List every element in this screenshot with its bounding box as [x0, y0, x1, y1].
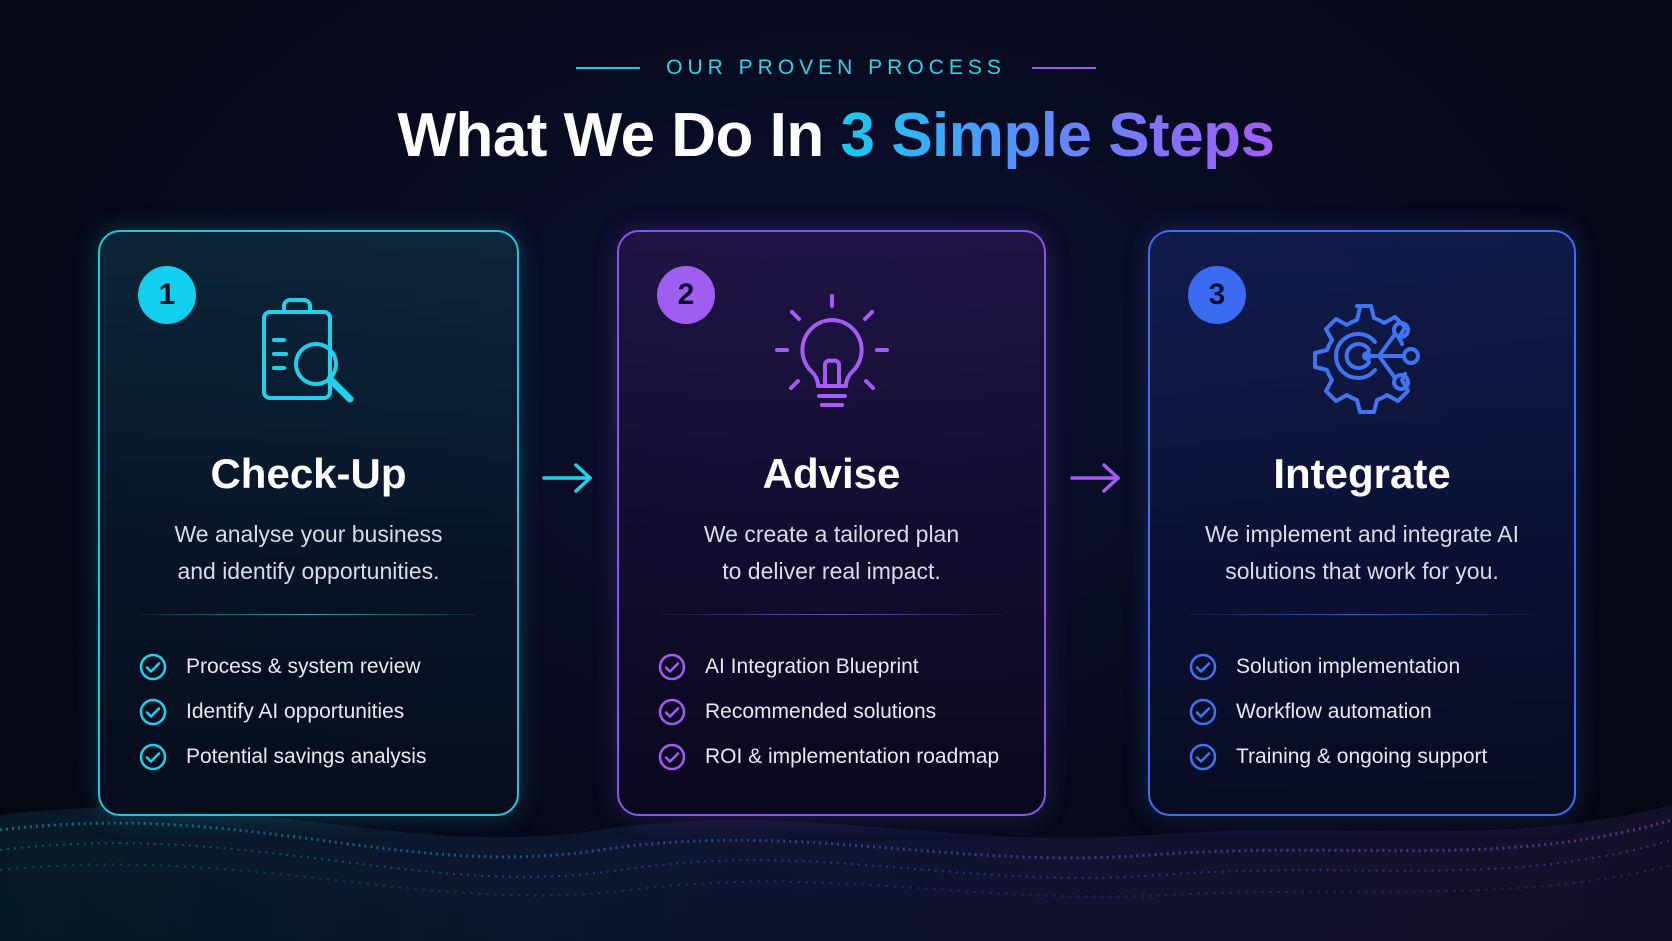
feature-item: Training & ongoing support: [1188, 734, 1554, 779]
feature-item: AI Integration Blueprint: [657, 644, 1024, 689]
feature-label: ROI & implementation roadmap: [705, 744, 1000, 768]
feature-label: Solution implementation: [1236, 654, 1461, 678]
feature-label: Potential savings analysis: [186, 744, 427, 768]
card-divider: [140, 614, 477, 615]
particle-wave-decoration: [0, 805, 1672, 941]
feature-item: Identify AI opportunities: [138, 689, 497, 734]
step-title: Integrate: [1273, 450, 1451, 497]
arrow-right-icon: [542, 463, 592, 493]
feature-label: Identify AI opportunities: [186, 699, 405, 723]
step-description-line: solutions that work for you.: [1225, 558, 1499, 584]
step-number-badge: 3: [1188, 266, 1246, 324]
card-divider: [659, 614, 1004, 615]
step-card-check-up: 1 Check-Up We analyse your business and …: [98, 230, 519, 816]
check-circle-icon: [1189, 653, 1217, 680]
feature-item: Solution implementation: [1188, 644, 1554, 689]
step-description-line: to deliver real impact.: [722, 558, 941, 584]
page-title: What We Do In 3 Simple Steps: [0, 100, 1672, 171]
clipboard-magnifier-icon: [261, 298, 353, 403]
eyebrow-line-right: [1031, 67, 1096, 69]
check-circle-icon: [1189, 743, 1217, 770]
lightbulb-icon: [774, 294, 889, 407]
gear-network-icon: [1313, 304, 1420, 414]
feature-label: Process & system review: [186, 654, 421, 678]
check-circle-icon: [139, 743, 167, 770]
check-circle-icon: [658, 743, 686, 770]
feature-label: Training & ongoing support: [1236, 744, 1488, 768]
check-circle-icon: [658, 653, 686, 680]
card-divider: [1190, 614, 1534, 615]
step-number-badge: 2: [657, 266, 715, 324]
check-circle-icon: [658, 698, 686, 725]
step-description-line: and identify opportunities.: [177, 558, 440, 584]
step-description-line: We create a tailored plan: [703, 521, 960, 547]
page-title-part1: What We Do In: [397, 101, 841, 170]
feature-item: Workflow automation: [1188, 689, 1554, 734]
step-number-badge: 1: [138, 266, 196, 324]
step-title: Advise: [762, 450, 901, 497]
check-circle-icon: [139, 698, 167, 725]
feature-item: Recommended solutions: [657, 689, 1024, 734]
eyebrow-line-left: [576, 67, 641, 69]
step-description-line: We implement and integrate AI: [1204, 521, 1520, 547]
feature-list: Solution implementation Workflow automat…: [1188, 644, 1554, 779]
step-description: We create a tailored plan to deliver rea…: [649, 516, 1014, 590]
feature-label: AI Integration Blueprint: [705, 654, 919, 678]
arrow-right-icon: [1070, 463, 1120, 493]
feature-list: AI Integration Blueprint Recommended sol…: [657, 644, 1024, 779]
feature-item: Potential savings analysis: [138, 734, 497, 779]
step-description: We analyse your business and identify op…: [130, 516, 487, 590]
step-description-line: We analyse your business: [174, 521, 443, 547]
feature-item: Process & system review: [138, 644, 497, 689]
check-circle-icon: [139, 653, 167, 680]
feature-label: Workflow automation: [1236, 699, 1432, 723]
check-circle-icon: [1189, 698, 1217, 725]
step-description: We implement and integrate AI solutions …: [1180, 516, 1544, 590]
feature-list: Process & system review Identify AI oppo…: [138, 644, 497, 779]
feature-label: Recommended solutions: [705, 699, 937, 723]
step-card-advise: 2 Advise We create a tailored plan to de…: [617, 230, 1046, 816]
page-title-highlight: 3 Simple Steps: [840, 101, 1275, 170]
feature-item: ROI & implementation roadmap: [657, 734, 1024, 779]
section-eyebrow: OUR PROVEN PROCESS: [0, 56, 1672, 80]
step-title: Check-Up: [210, 450, 407, 497]
step-card-integrate: 3 Integrate We implement and integrate A…: [1148, 230, 1576, 816]
eyebrow-text: OUR PROVEN PROCESS: [666, 56, 1006, 79]
